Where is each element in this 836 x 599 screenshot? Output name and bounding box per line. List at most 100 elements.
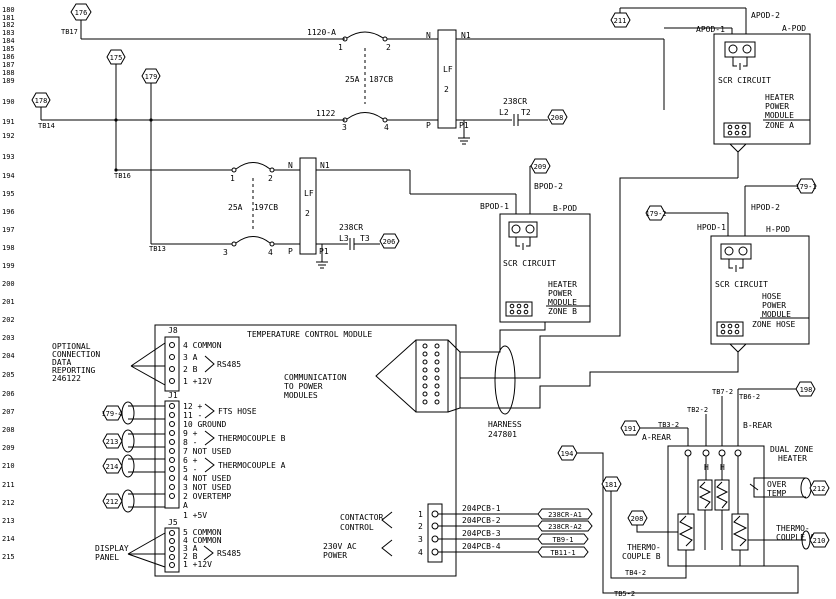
- pcb-wire-label: 204PCB-3: [462, 529, 501, 538]
- scr-circuit-label: SCR CIRCUIT: [503, 259, 556, 268]
- pod-title: B-POD: [553, 204, 577, 213]
- terminal-pin: 1: [418, 510, 423, 519]
- line-number: 202: [2, 316, 15, 324]
- line-number: 186: [2, 53, 15, 61]
- ref-hex-198: [795, 381, 816, 397]
- heater-label: A-REAR: [642, 433, 671, 442]
- tc-label: COUPLE B: [622, 552, 661, 561]
- heater-label: DUAL ZONE: [770, 445, 814, 454]
- filter-pin: P: [288, 247, 293, 256]
- contactor-control-label: CONTACTOR: [340, 513, 384, 522]
- ref-hex-211: [610, 12, 631, 28]
- over-temp-label: TEMP: [767, 489, 786, 498]
- line-number: 205: [2, 371, 15, 379]
- filter-label: LF: [304, 189, 314, 198]
- line-number: 183: [2, 29, 15, 37]
- ref-hex-label: 194: [561, 450, 574, 458]
- ref-hex-208b: [627, 510, 648, 526]
- pole-label: 3: [342, 123, 347, 132]
- contactor-terminal-block: [427, 503, 443, 563]
- rs485-label: RS485: [217, 549, 241, 558]
- ref-hex-208: [547, 109, 568, 125]
- line-number: 211: [2, 481, 15, 489]
- pin-label: 11 -: [183, 411, 202, 420]
- line-number: 214: [2, 535, 15, 543]
- line-number: 200: [2, 280, 15, 288]
- ref-hex-206: [379, 233, 400, 249]
- terminal-label: TB4-2: [625, 569, 646, 577]
- breaker-rating: 25A: [228, 203, 243, 212]
- line-number: 213: [2, 517, 15, 525]
- contactor-id: 238CR: [339, 223, 363, 232]
- display-panel-label: PANEL: [95, 553, 119, 562]
- pin-label: 9 +: [183, 429, 198, 438]
- terminal-label: TB14: [38, 122, 55, 130]
- pole-label: 4: [384, 123, 389, 132]
- harness-label: HARNESS: [488, 420, 522, 429]
- line-number-column: 180 181 182 183 184 185 186 187 188 189 …: [2, 6, 15, 561]
- module-label: POWER: [762, 301, 786, 310]
- j5-connector: [164, 527, 180, 573]
- ref-hex-label: 181: [605, 481, 618, 489]
- a-pod-module: 211 APOD-2 APOD-1 A-POD SCR CIRCUIT HEAT…: [610, 7, 811, 178]
- pin-label: 2 B: [183, 552, 198, 561]
- pcb-destination-tag: [537, 546, 589, 558]
- pin-label: 1 +12V: [183, 377, 212, 386]
- ref-hex-179-4: [102, 405, 123, 421]
- pin-label: 3 A: [183, 544, 198, 553]
- tc-label: THERMO-: [776, 524, 810, 533]
- pin-label: 8 -: [183, 438, 197, 447]
- line-number: 199: [2, 262, 15, 270]
- pole-label: 2: [386, 43, 391, 52]
- ref-hex-214: [102, 458, 123, 474]
- pin-label: 10 GROUND: [183, 420, 227, 429]
- pcb-destination-label: 238CR-A2: [548, 523, 582, 531]
- heater-label: B-REAR: [743, 421, 772, 430]
- ref-hex-212b: [809, 480, 830, 496]
- zone-label: ZONE B: [548, 307, 577, 316]
- filter-pin: N: [426, 31, 431, 40]
- pin-label: 12 +: [183, 402, 202, 411]
- terminal-label: TB16: [114, 172, 131, 180]
- signal-label: FTS HOSE: [218, 407, 257, 416]
- terminal-label: TB7-2: [712, 388, 733, 396]
- upper-power-section: 176 TB17 1120-A 1 2 25A 187CB 175 179 17…: [31, 3, 665, 244]
- ref-hex-label: 212: [813, 485, 826, 493]
- module-label: POWER: [765, 102, 789, 111]
- ref-hex-label: 198: [800, 386, 813, 394]
- pcb-wire-label: 204PCB-4: [462, 542, 501, 551]
- tc-label: THERMO-: [627, 543, 661, 552]
- pcb-wire-label: 204PCB-2: [462, 516, 501, 525]
- pcb-destination-label: TB9-1: [552, 536, 573, 544]
- line-number: 208: [2, 426, 15, 434]
- ref-hex-label: 179: [145, 73, 158, 81]
- line-number: 192: [2, 132, 15, 140]
- rs485-label: RS485: [217, 360, 241, 369]
- module-label: MODULE: [765, 111, 794, 120]
- terminal-label: TB6-2: [739, 393, 760, 401]
- comm-label: COMMUNICATION: [284, 373, 347, 382]
- ref-hex-176: [70, 3, 92, 21]
- module-label: POWER: [548, 289, 572, 298]
- pcb-wiring: 204PCB-1 204PCB-2 204PCB-3 204PCB-4 238C…: [438, 504, 593, 558]
- optional-label: REPORTING: [52, 366, 96, 375]
- pin-label: A: [183, 501, 188, 510]
- terminal-pin: 3: [418, 535, 423, 544]
- pcb-destination-tag: [537, 533, 589, 545]
- tcm-box: [154, 324, 457, 577]
- pod-connector: [716, 321, 744, 337]
- line-number: 193: [2, 153, 15, 161]
- ref-hex-209: [530, 158, 551, 174]
- zone-label: ZONE HOSE: [752, 320, 796, 329]
- pin-label: 7 NOT USED: [183, 447, 231, 456]
- breaker-id: 197CB: [254, 203, 278, 212]
- ref-hex-212: [102, 493, 123, 509]
- filter-pin: N: [288, 161, 293, 170]
- pin-label: 4 COMMON: [183, 341, 222, 350]
- ref-hex-label: 179-4: [101, 410, 122, 418]
- ref-hex-label: 212: [106, 498, 119, 506]
- contactor-pin: L3: [339, 234, 349, 243]
- optional-label: OPTIONAL: [52, 342, 91, 351]
- ref-hex-175: [106, 49, 126, 65]
- pod-wire-label: HPOD-1: [697, 223, 726, 232]
